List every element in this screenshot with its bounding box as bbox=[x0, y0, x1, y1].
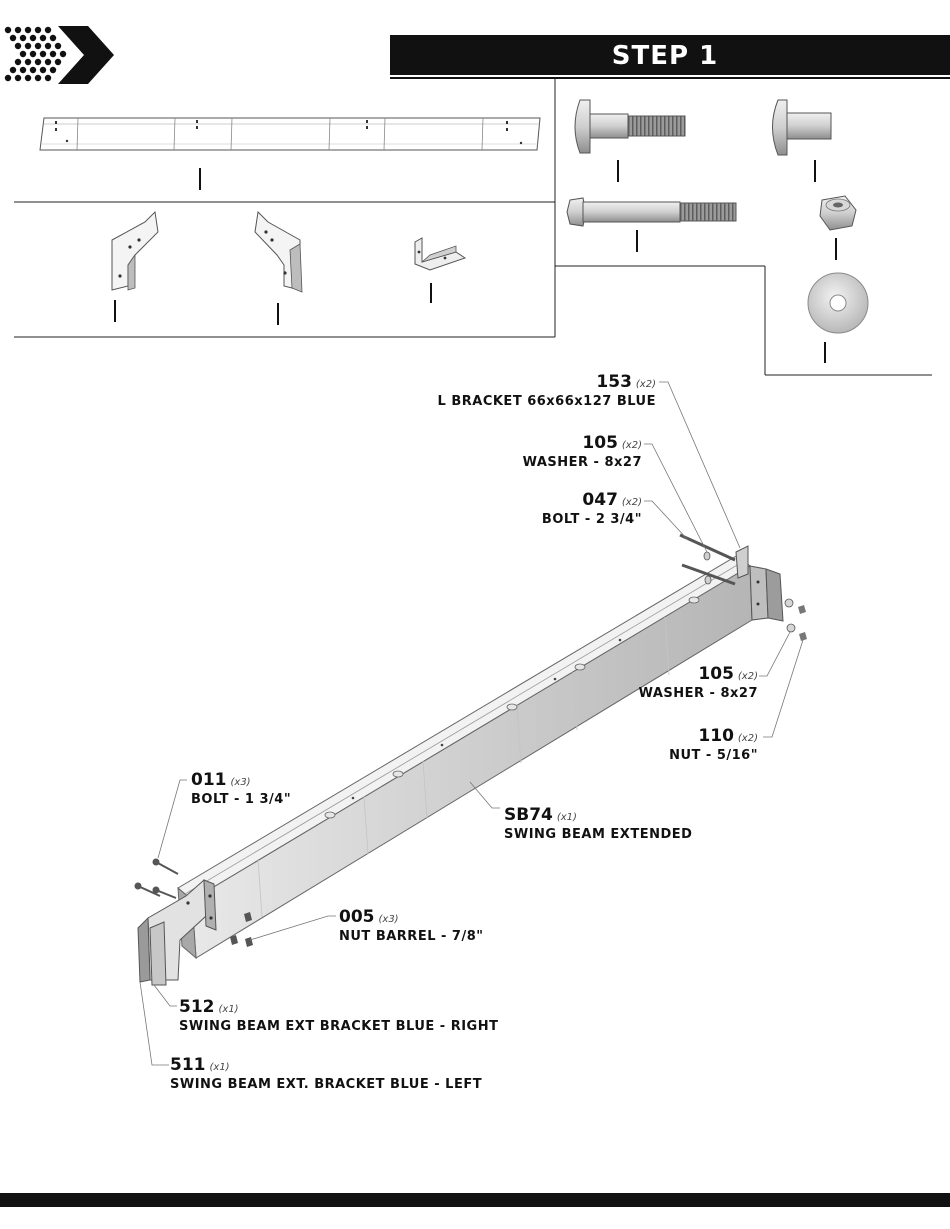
part-qty: (x2) bbox=[622, 497, 642, 508]
part-desc: L BRACKET 66x66x127 BLUE bbox=[438, 394, 656, 409]
callout-153: 153 (x2) L BRACKET 66x66x127 BLUE bbox=[438, 372, 656, 409]
part-desc: SWING BEAM EXT. BRACKET BLUE - LEFT bbox=[170, 1077, 482, 1092]
part-number: 512 bbox=[179, 997, 215, 1017]
part-number: 511 bbox=[170, 1055, 206, 1075]
step-title: STEP 1 bbox=[600, 38, 730, 74]
part-qty: (x1) bbox=[557, 812, 577, 823]
part-desc: WASHER - 8x27 bbox=[639, 686, 758, 701]
part-desc: BOLT - 1 3/4" bbox=[191, 792, 291, 807]
callout-105-bottom: 105 (x2) WASHER - 8x27 bbox=[639, 664, 758, 701]
part-number: 153 bbox=[596, 372, 632, 392]
nut-part bbox=[820, 196, 856, 260]
part-desc: NUT - 5/16" bbox=[669, 748, 758, 763]
callout-sb74: SB74 (x1) SWING BEAM EXTENDED bbox=[504, 805, 692, 842]
part-qty: (x3) bbox=[379, 914, 399, 925]
bolt-long-part bbox=[567, 198, 736, 252]
callout-005: 005 (x3) NUT BARREL - 7/8" bbox=[339, 907, 484, 944]
washer-part bbox=[808, 273, 868, 363]
part-qty: (x2) bbox=[636, 379, 656, 390]
bolt-short-part bbox=[575, 100, 685, 182]
part-qty: (x2) bbox=[738, 671, 758, 682]
callout-105-top: 105 (x2) WASHER - 8x27 bbox=[523, 433, 642, 470]
part-desc: NUT BARREL - 7/8" bbox=[339, 929, 484, 944]
part-qty: (x2) bbox=[738, 733, 758, 744]
part-desc: BOLT - 2 3/4" bbox=[542, 512, 642, 527]
bolt-stub-part bbox=[773, 100, 832, 182]
part-qty: (x1) bbox=[210, 1062, 230, 1073]
part-qty: (x3) bbox=[231, 777, 251, 788]
l-bracket-part bbox=[415, 238, 465, 303]
part-desc: SWING BEAM EXTENDED bbox=[504, 827, 692, 842]
part-number: 011 bbox=[191, 770, 227, 790]
part-qty: (x1) bbox=[219, 1004, 239, 1015]
part-number: 105 bbox=[582, 433, 618, 453]
bracket-right-part bbox=[255, 212, 302, 325]
part-qty: (x2) bbox=[622, 440, 642, 451]
part-number: 047 bbox=[582, 490, 618, 510]
callout-511: 511 (x1) SWING BEAM EXT. BRACKET BLUE - L… bbox=[170, 1055, 482, 1092]
bracket-left-part bbox=[112, 212, 158, 322]
callout-512: 512 (x1) SWING BEAM EXT BRACKET BLUE - RI… bbox=[179, 997, 498, 1034]
part-desc: WASHER - 8x27 bbox=[523, 455, 642, 470]
callout-011: 011 (x3) BOLT - 1 3/4" bbox=[191, 770, 291, 807]
part-desc: SWING BEAM EXT BRACKET BLUE - RIGHT bbox=[179, 1019, 498, 1034]
callout-110: 110 (x2) NUT - 5/16" bbox=[669, 726, 758, 763]
part-number: 105 bbox=[698, 664, 734, 684]
part-number: 110 bbox=[698, 726, 734, 746]
chevron-dots-logo bbox=[5, 26, 114, 84]
long-beam-part bbox=[40, 118, 540, 190]
part-number: 005 bbox=[339, 907, 375, 927]
part-number: SB74 bbox=[504, 805, 553, 825]
footer-bar bbox=[0, 1193, 950, 1207]
callout-047: 047 (x2) BOLT - 2 3/4" bbox=[542, 490, 642, 527]
